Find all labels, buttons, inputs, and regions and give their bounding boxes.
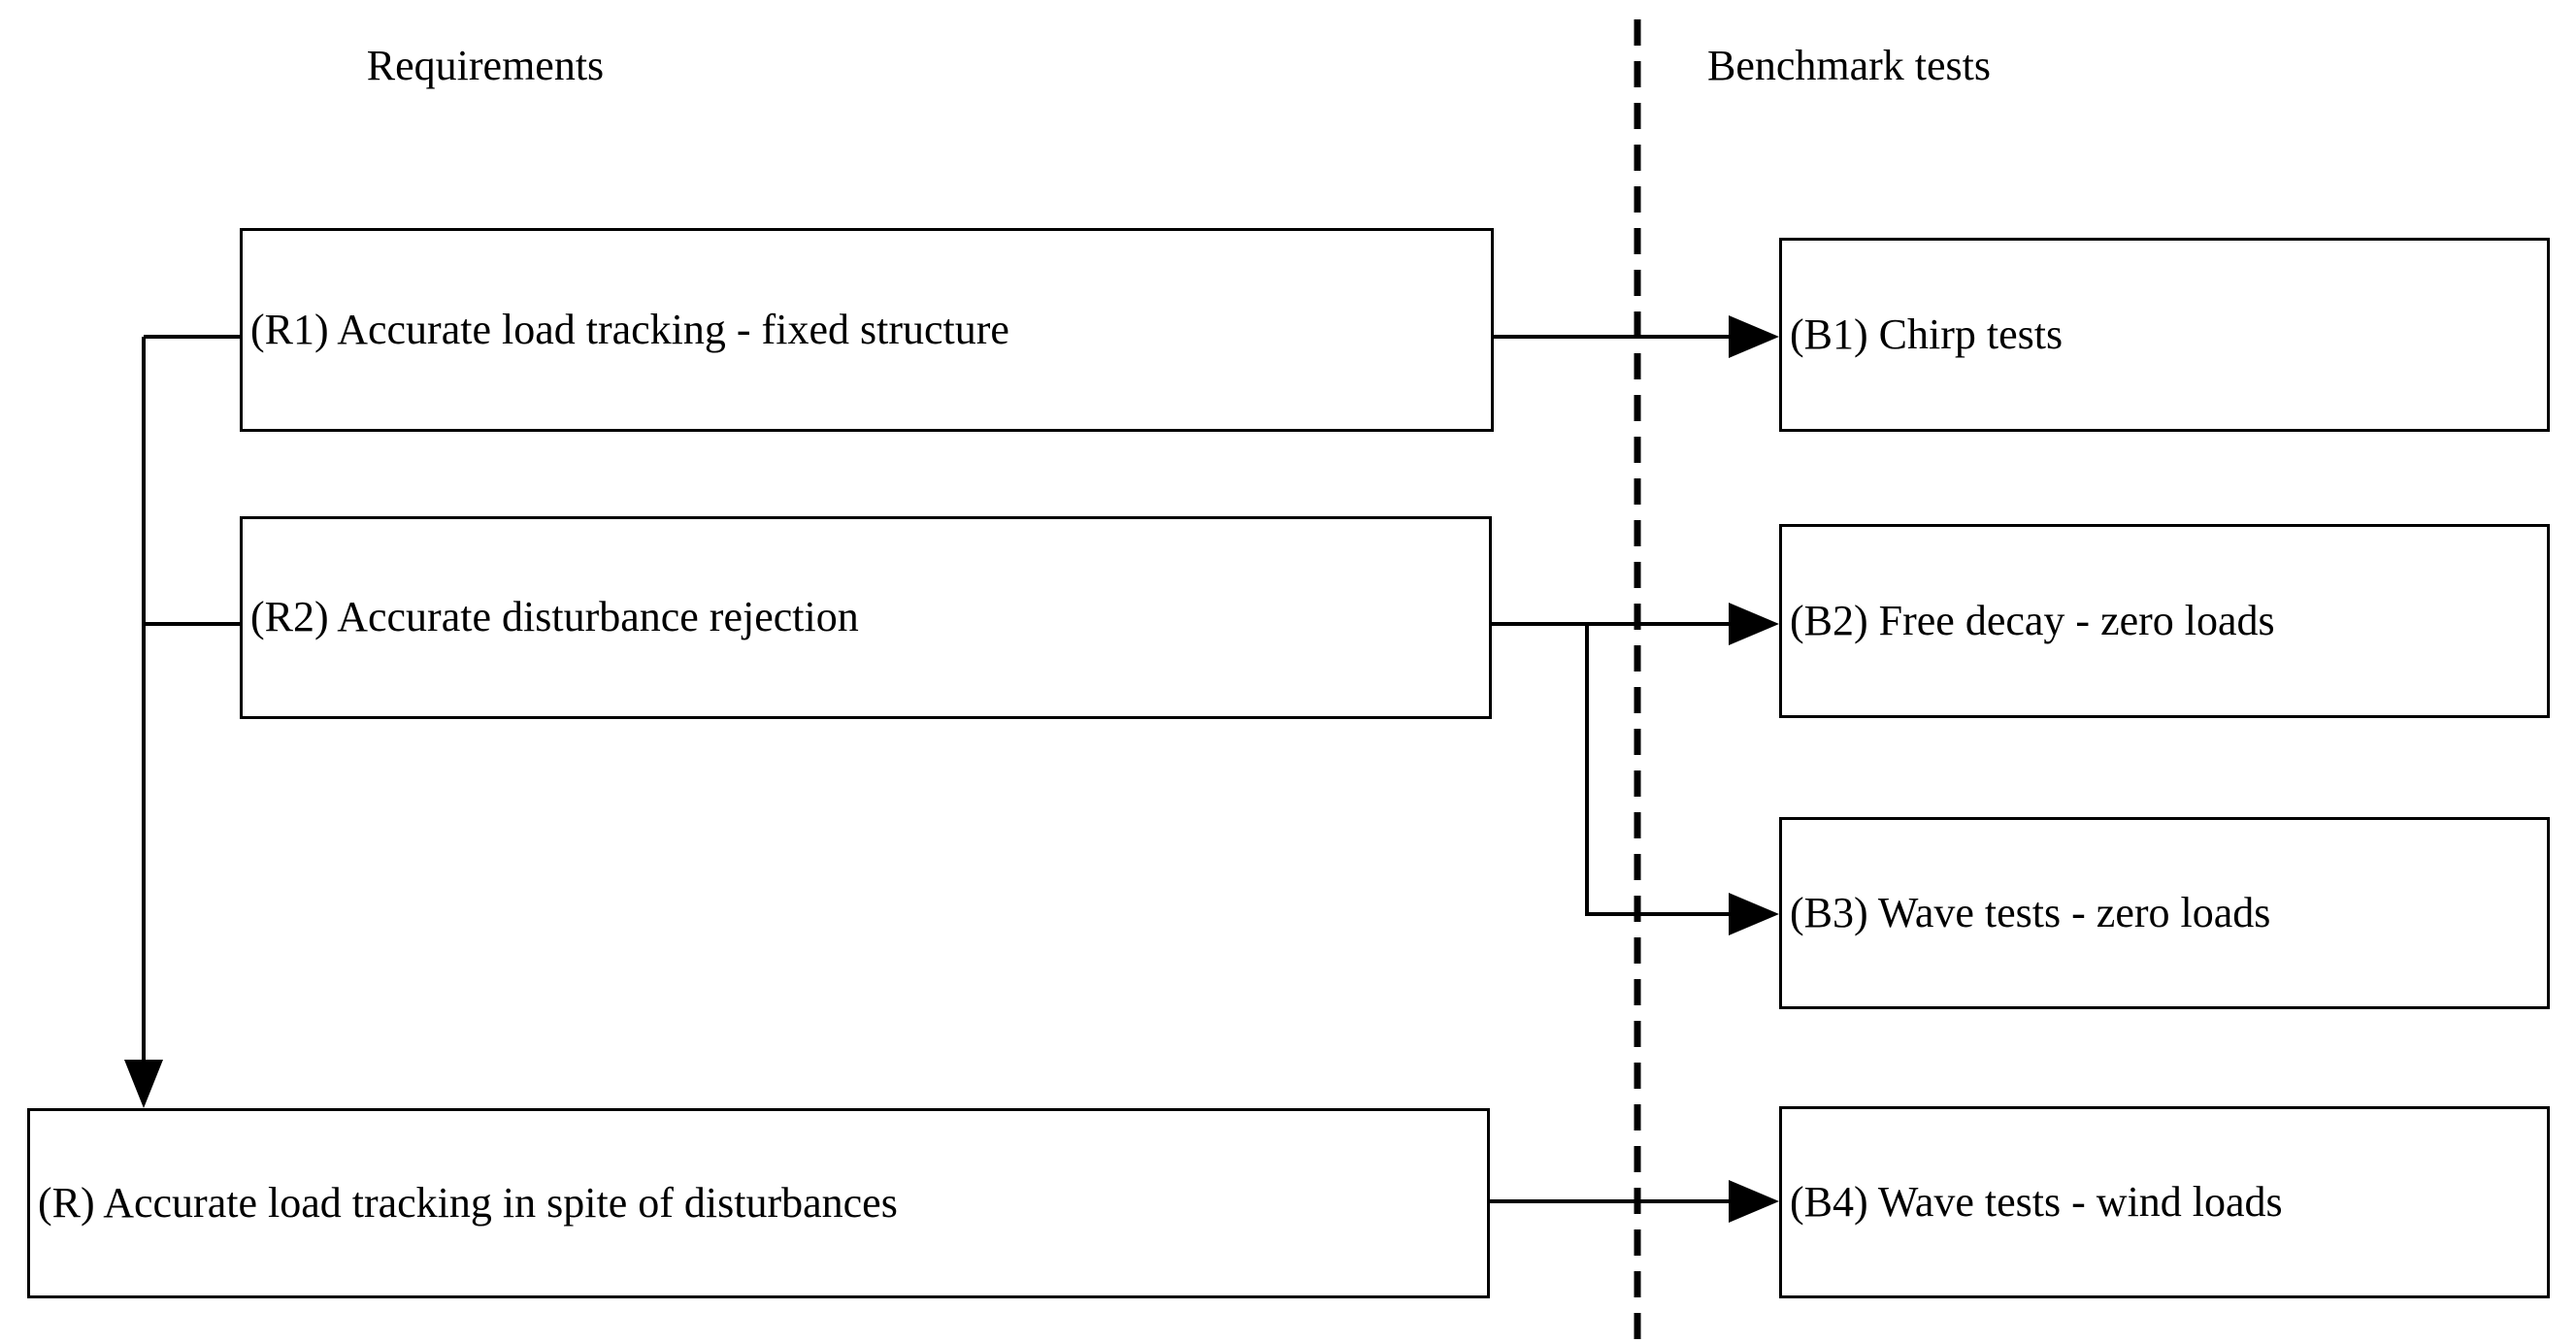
- benchmark-box-b2[interactable]: (B2) Free decay - zero loads: [1779, 524, 2550, 718]
- benchmark-box-b4[interactable]: (B4) Wave tests - wind loads: [1779, 1106, 2550, 1298]
- benchmark-box-b1[interactable]: (B1) Chirp tests: [1779, 238, 2550, 432]
- benchmark-box-b3[interactable]: (B3) Wave tests - zero loads: [1779, 817, 2550, 1009]
- arrowhead-into-b4: [1729, 1180, 1779, 1223]
- benchmark-label-b3: (B3) Wave tests - zero loads: [1790, 888, 2271, 936]
- arrowhead-into-b2: [1729, 603, 1779, 645]
- requirement-label-r2: (R2) Accurate disturbance rejection: [250, 593, 859, 641]
- requirement-label-r1: (R1) Accurate load tracking - fixed stru…: [250, 305, 1009, 353]
- column-title-benchmark-tests: Benchmark tests: [1706, 42, 1992, 89]
- benchmark-label-b4: (B4) Wave tests - wind loads: [1790, 1177, 2283, 1226]
- requirement-label-r: (R) Accurate load tracking in spite of d…: [38, 1178, 898, 1227]
- arrowhead-into-b3: [1729, 893, 1779, 935]
- arrowhead-into-b1: [1729, 315, 1779, 358]
- requirement-box-r[interactable]: (R) Accurate load tracking in spite of d…: [27, 1108, 1490, 1298]
- arrowhead-into-r: [124, 1060, 163, 1108]
- requirement-box-r1[interactable]: (R1) Accurate load tracking - fixed stru…: [240, 228, 1494, 432]
- column-title-requirements: Requirements: [366, 42, 605, 89]
- requirement-box-r2[interactable]: (R2) Accurate disturbance rejection: [240, 516, 1492, 719]
- edge-r2-to-b3: [1585, 624, 1752, 916]
- benchmark-label-b1: (B1) Chirp tests: [1790, 310, 2064, 358]
- benchmark-label-b2: (B2) Free decay - zero loads: [1790, 596, 2275, 644]
